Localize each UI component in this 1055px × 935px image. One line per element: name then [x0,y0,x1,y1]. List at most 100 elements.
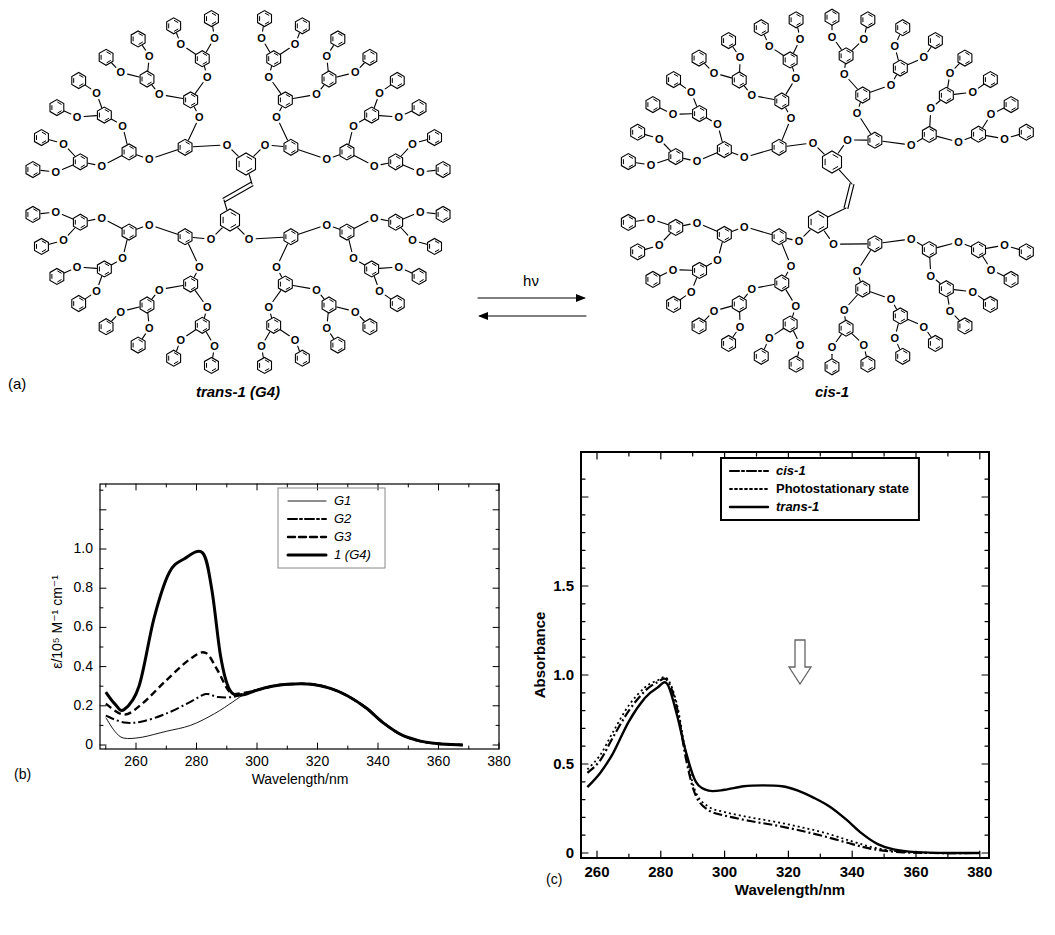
bond-line [844,317,845,321]
bond-line [937,244,952,248]
tick-mark [628,452,629,456]
double-bond-line [847,323,851,325]
tick-mark [581,532,585,533]
tick-label: 300 [245,754,268,769]
oxygen-atom: O [209,32,220,43]
benzene-ring [26,162,40,178]
tick-mark [105,484,106,487]
legend-sample [288,554,326,557]
benzene-ring [772,139,786,155]
bond-line [321,85,324,89]
bond-line [954,93,966,94]
tick-label: 0.2 [74,698,93,713]
bond-line [349,240,352,252]
double-bond-line [75,220,76,224]
vinyl-bond [225,186,253,202]
double-bond-line [966,321,970,323]
axis-title: Wavelength/nm [252,772,349,787]
double-bond-line [80,307,84,309]
bond-line [49,242,57,244]
double-bond-line [904,31,908,33]
bond-line [929,116,931,127]
benzene-ring [929,335,943,351]
double-bond-line [81,157,85,159]
benzene-ring [389,154,403,170]
bond-line [645,135,652,137]
double-bond-line [139,42,143,44]
double-bond-line [197,57,198,61]
bond-line [152,295,155,299]
double-bond-line [876,239,879,241]
double-bond-line [654,283,657,285]
double-bond-line [339,42,343,44]
tick-label: 360 [903,864,928,881]
bond-line [824,231,829,238]
benzene-ring [631,124,645,140]
benzene-ring [669,219,683,235]
bond-line [865,352,866,357]
benzene-ring [722,335,736,351]
double-bond-line [729,338,733,340]
double-bond-line [638,136,642,138]
bond-line [704,153,718,159]
double-bond-line [694,56,695,60]
bond-line [660,108,667,111]
benzene-ring [1004,271,1018,287]
double-bond-line [811,219,812,225]
oxygen-atom: O [374,286,385,297]
double-bond-line [797,359,801,361]
bond-line [680,269,692,270]
benzene-ring [390,296,404,312]
bond-line [793,313,794,317]
bond-line [764,344,766,349]
tick-mark [581,817,585,818]
plot-frame [581,452,989,858]
bond-line [232,150,238,156]
double-bond-line [674,83,678,85]
tick-mark [347,746,348,749]
double-bond-line [833,167,838,170]
benzene-ring [896,348,910,364]
double-bond-line [1012,283,1016,285]
bond-line [917,243,922,246]
double-bond-line [1012,108,1016,110]
double-bond-line [780,231,783,233]
bond-line [782,124,788,140]
bond-line [894,75,896,79]
benzene-ring [868,236,882,252]
bond-line [331,46,334,51]
double-bond-line [756,26,757,30]
double-bond-line [930,138,934,140]
bond-line [804,230,810,236]
double-bond-line [936,347,940,349]
tick-mark [596,452,597,459]
bond-line [658,159,669,163]
oxygen-atom: O [786,261,797,272]
benzene-ring [184,276,198,292]
legend-box [278,488,385,568]
double-bond-line [629,226,633,228]
tick-mark [581,639,585,640]
bond-line [983,257,988,264]
double-bond-line [348,147,352,149]
double-bond-line [139,348,143,350]
double-bond-line [924,132,925,136]
double-bond-line [623,160,624,164]
double-bond-line [776,99,777,103]
double-bond-line [740,75,744,77]
double-bond-line [212,369,216,371]
double-bond-line [941,93,942,97]
double-bond-line [330,300,333,302]
benzene-ring [856,281,870,297]
oxygen-atom: O [415,167,426,178]
tick-mark [985,568,989,569]
double-bond-line [58,102,62,104]
double-bond-line [420,111,424,113]
oxygen-atom: O [747,90,758,101]
double-bond-line [36,244,37,248]
tick-mark [100,607,103,608]
bond-line [684,158,691,160]
oxygen-atom: O [795,339,806,350]
tick-label: 280 [648,864,673,881]
tick-mark [985,479,989,480]
